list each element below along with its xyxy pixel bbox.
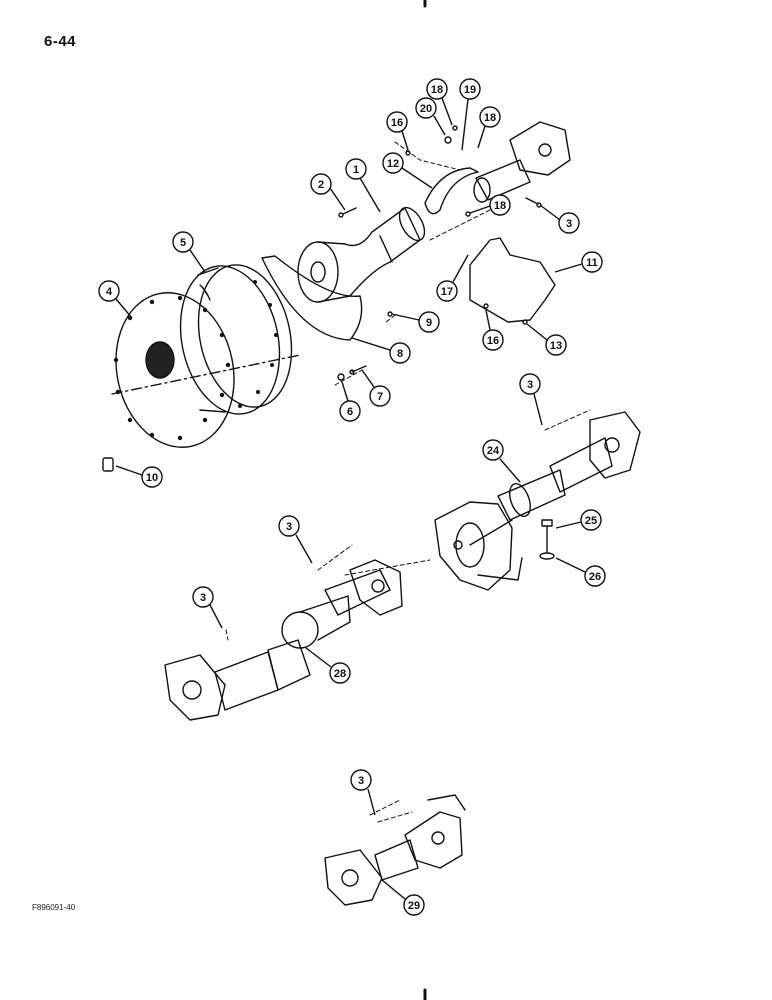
svg-text:2: 2 bbox=[318, 179, 324, 191]
callout-3: 3 bbox=[350, 769, 376, 816]
callout-28: 28 bbox=[305, 647, 351, 684]
svg-text:3: 3 bbox=[286, 521, 292, 533]
svg-text:10: 10 bbox=[146, 472, 158, 484]
svg-text:20: 20 bbox=[420, 103, 432, 115]
shield-bracket bbox=[424, 167, 479, 215]
figure-code: F896091-40 bbox=[32, 903, 76, 912]
callout-10: 10 bbox=[115, 465, 163, 488]
svg-text:3: 3 bbox=[566, 218, 572, 230]
upper-u-joint bbox=[473, 121, 571, 203]
callout-11: 11 bbox=[554, 251, 603, 273]
page-number: 6-44 bbox=[44, 33, 77, 50]
adapter-plate bbox=[113, 292, 235, 448]
callout-20: 20 bbox=[415, 97, 446, 136]
svg-text:16: 16 bbox=[391, 117, 403, 129]
half-shield bbox=[261, 255, 363, 341]
callout-18: 18 bbox=[469, 194, 511, 216]
callout-6: 6 bbox=[339, 381, 361, 422]
svg-text:18: 18 bbox=[494, 200, 506, 212]
bolt-and-washer bbox=[539, 519, 555, 560]
svg-text:8: 8 bbox=[397, 348, 403, 360]
callout-7: 7 bbox=[361, 369, 391, 407]
svg-text:17: 17 bbox=[441, 286, 453, 298]
svg-text:19: 19 bbox=[464, 84, 476, 96]
svg-text:3: 3 bbox=[527, 379, 533, 391]
callout-16: 16 bbox=[482, 309, 504, 351]
svg-text:9: 9 bbox=[426, 317, 432, 329]
callout-3: 3 bbox=[519, 373, 543, 426]
callout-2: 2 bbox=[310, 173, 346, 211]
callout-18: 18 bbox=[426, 78, 453, 126]
callout-25: 25 bbox=[555, 509, 602, 531]
callout-18: 18 bbox=[477, 106, 501, 149]
svg-text:28: 28 bbox=[334, 668, 346, 680]
svg-text:1: 1 bbox=[353, 164, 359, 176]
svg-text:11: 11 bbox=[586, 257, 598, 269]
flywheel-housing bbox=[179, 264, 293, 415]
callout-13: 13 bbox=[526, 323, 567, 356]
callout-19: 19 bbox=[459, 78, 481, 151]
svg-text:3: 3 bbox=[200, 592, 206, 604]
callout-8: 8 bbox=[351, 337, 411, 364]
callout-17: 17 bbox=[436, 254, 469, 302]
callout-9: 9 bbox=[391, 311, 440, 333]
callout-16: 16 bbox=[386, 111, 409, 151]
callout-3: 3 bbox=[278, 515, 313, 564]
svg-text:12: 12 bbox=[387, 158, 399, 170]
svg-text:18: 18 bbox=[484, 112, 496, 124]
callout-3: 3 bbox=[192, 586, 223, 629]
svg-text:5: 5 bbox=[180, 237, 186, 249]
grease-fitting bbox=[102, 457, 114, 472]
svg-text:6: 6 bbox=[347, 406, 353, 418]
svg-text:24: 24 bbox=[487, 445, 500, 457]
intermediate-shaft bbox=[434, 411, 641, 591]
callout-12: 12 bbox=[382, 152, 433, 189]
svg-text:3: 3 bbox=[358, 775, 364, 787]
svg-text:16: 16 bbox=[487, 335, 499, 347]
rear-shaft bbox=[164, 559, 403, 721]
shield-plate bbox=[469, 237, 556, 323]
svg-text:26: 26 bbox=[589, 571, 601, 583]
svg-text:13: 13 bbox=[550, 340, 562, 352]
callout-24: 24 bbox=[482, 439, 521, 483]
svg-text:18: 18 bbox=[431, 84, 443, 96]
drive-shaft-front bbox=[297, 206, 426, 303]
callout-3: 3 bbox=[539, 204, 580, 234]
callout-26: 26 bbox=[555, 557, 606, 587]
svg-text:4: 4 bbox=[106, 286, 113, 298]
svg-text:29: 29 bbox=[408, 900, 420, 912]
fasteners-top bbox=[337, 125, 542, 381]
callout-29: 29 bbox=[381, 879, 425, 916]
svg-text:7: 7 bbox=[377, 391, 383, 403]
callout-1: 1 bbox=[345, 158, 381, 213]
svg-text:25: 25 bbox=[585, 515, 597, 527]
short-shaft bbox=[324, 794, 466, 906]
callout-4: 4 bbox=[98, 280, 133, 319]
callout-5: 5 bbox=[172, 231, 206, 273]
